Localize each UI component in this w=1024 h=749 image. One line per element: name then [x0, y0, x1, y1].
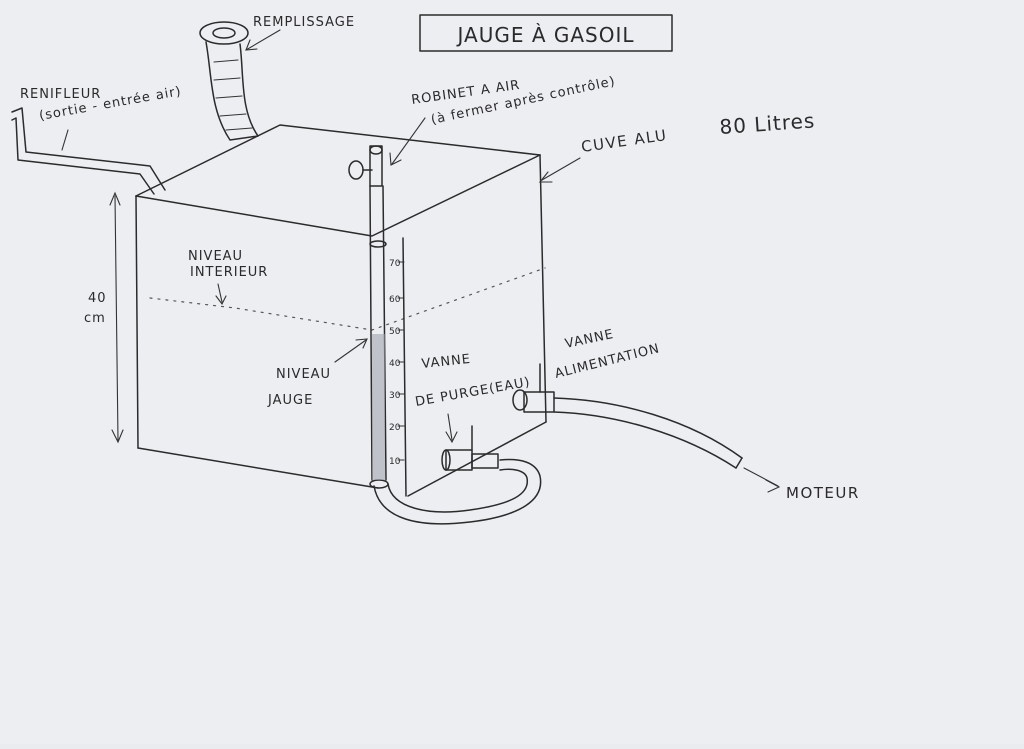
filler-arrow [245, 29, 281, 51]
tank-body [135, 124, 547, 497]
scale-50: 50 [389, 327, 401, 337]
drain-valve-line1: VANNE [421, 352, 472, 372]
drain-valve-arrow [447, 413, 453, 441]
gauge-scale: 70 60 50 40 30 20 10 [389, 259, 405, 467]
scale-40: 40 [389, 359, 401, 369]
breather-pipe [11, 107, 166, 195]
breather-label: RENIFLEUR [20, 87, 101, 102]
air-valve [348, 145, 383, 187]
scale-30: 30 [389, 391, 401, 401]
height-dimension [109, 191, 124, 444]
inner-level-arrow [217, 283, 223, 303]
scale-20: 20 [389, 423, 401, 433]
gauge-level-line2: JAUGE [267, 393, 313, 408]
tank-arrow [541, 157, 581, 181]
diagram-title: JAUGE À GASOIL [455, 23, 634, 47]
feed-valve-line1: VANNE [564, 327, 616, 352]
height-value: 40 [88, 291, 107, 306]
inner-level-line2: INTERIEUR [190, 265, 268, 280]
feed-hose [553, 397, 743, 459]
gauge-level-arrow [334, 339, 367, 363]
filler-label: REMPLISSAGE [253, 15, 355, 30]
inner-level-line1: NIVEAU [188, 249, 243, 264]
title-box [419, 14, 673, 52]
scale-70: 70 [389, 259, 401, 269]
drain-valve [441, 425, 499, 471]
engine-label: MOTEUR [786, 484, 860, 502]
tank-label: CUVE ALU [580, 126, 668, 156]
scale-10: 10 [389, 457, 401, 467]
scale-60: 60 [389, 295, 401, 305]
feed-valve [512, 363, 555, 413]
sight-gauge [369, 185, 407, 497]
breather-arrow [61, 129, 69, 151]
tank-capacity: 80 Litres [719, 108, 816, 139]
gauge-level-line1: NIVEAU [276, 367, 331, 382]
filler-pipe [199, 21, 259, 141]
height-unit: cm [84, 311, 106, 326]
air-valve-arrow [391, 117, 426, 165]
gauge-hose [373, 458, 542, 525]
